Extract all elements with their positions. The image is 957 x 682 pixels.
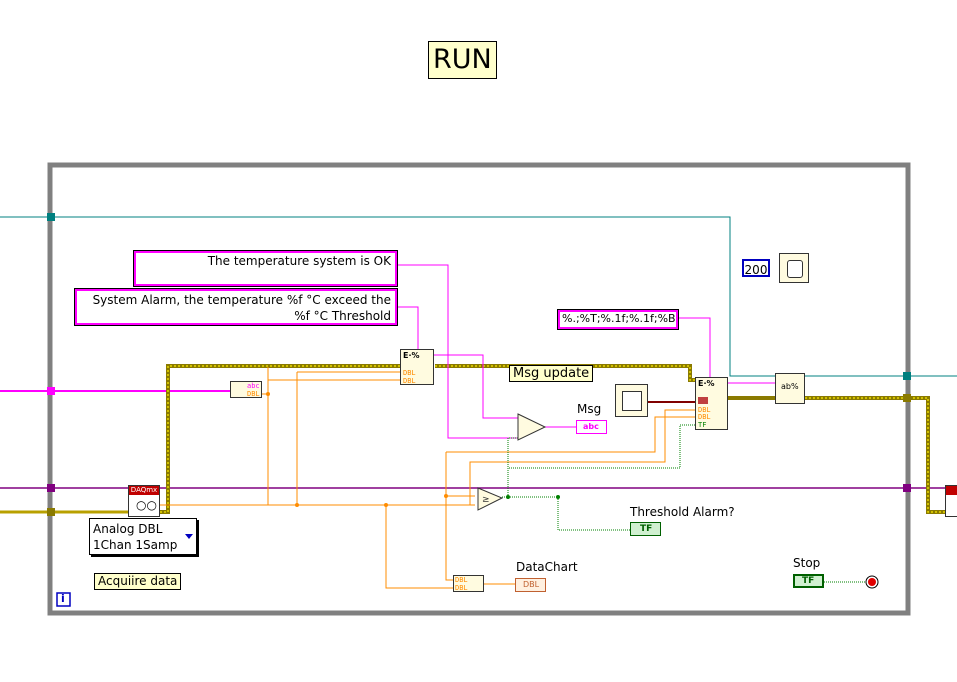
tunnel-teal-right[interactable] bbox=[903, 372, 911, 380]
teal-wire bbox=[0, 216, 957, 377]
threshold-alarm-indicator[interactable]: TF bbox=[630, 522, 661, 536]
format-string-icon: E·% bbox=[403, 351, 420, 360]
daqmx-header-icon bbox=[946, 486, 957, 495]
calendar-clock-icon bbox=[622, 391, 642, 411]
tunnel-string-left[interactable] bbox=[47, 387, 55, 395]
stopwatch-icon bbox=[787, 260, 803, 278]
tunnel-refnum-left[interactable] bbox=[47, 484, 55, 492]
iteration-label: i bbox=[61, 592, 65, 605]
alarm-message-constant[interactable]: System Alarm, the temperature %f °C exce… bbox=[74, 288, 398, 326]
daqmx-polymorphic-selector[interactable]: Analog DBL 1Chan 1Samp bbox=[89, 518, 197, 555]
bundle-node[interactable]: DBL DBL bbox=[453, 575, 484, 592]
msg-update-label: Msg update bbox=[509, 365, 594, 382]
greater-or-equal-node[interactable] bbox=[477, 487, 504, 511]
error-wire-a bbox=[160, 364, 400, 514]
file-write-icon: ab% bbox=[781, 382, 799, 391]
number-to-string-node[interactable]: abc DBL bbox=[230, 381, 262, 398]
tunnel-error-left[interactable] bbox=[47, 508, 55, 516]
stop-label: Stop bbox=[793, 556, 821, 570]
iteration-terminal[interactable] bbox=[56, 592, 71, 607]
tunnel-refnum-right[interactable] bbox=[903, 484, 911, 492]
timestamp-terminal-icon bbox=[698, 397, 708, 404]
threshold-alarm-label: Threshold Alarm? bbox=[630, 505, 735, 519]
format-into-string-node-2[interactable]: E·% DBL DBL TF bbox=[695, 377, 728, 430]
write-to-text-file-node[interactable]: ab% bbox=[775, 373, 805, 404]
tunnel-teal-left[interactable] bbox=[47, 213, 55, 221]
daqmx-glasses-icon: ○○ bbox=[136, 498, 157, 512]
stop-button-control[interactable]: TF bbox=[793, 574, 824, 588]
wait-ms-node[interactable] bbox=[779, 253, 809, 283]
msg-indicator-label: Msg bbox=[577, 402, 602, 416]
format-into-string-node-1[interactable]: DBL DBL E·% bbox=[400, 349, 434, 385]
daqmx-read-node[interactable]: DAQmx ○○ bbox=[128, 485, 160, 517]
format-string-constant[interactable]: %.;%T;%.1f;%.1f;%B bbox=[557, 309, 679, 330]
select-node[interactable] bbox=[517, 413, 547, 441]
datachart-indicator[interactable]: DBL bbox=[515, 578, 546, 592]
ok-message-constant[interactable]: The temperature system is OK bbox=[133, 250, 398, 287]
get-date-time-node[interactable] bbox=[615, 384, 648, 417]
tunnel-error-right[interactable] bbox=[903, 394, 911, 402]
msg-indicator-terminal[interactable]: abc bbox=[576, 420, 607, 434]
svg-text:≥: ≥ bbox=[482, 495, 490, 505]
error-wire-out bbox=[805, 396, 945, 514]
dropdown-arrow-icon bbox=[185, 534, 193, 539]
format-string-icon: E·% bbox=[698, 379, 715, 388]
run-label: RUN bbox=[428, 41, 497, 79]
wait-ms-constant[interactable]: 200 bbox=[742, 259, 770, 277]
datachart-label: DataChart bbox=[516, 560, 578, 574]
acquire-data-label: Acquiire data bbox=[94, 573, 182, 590]
daqmx-read-node-right[interactable] bbox=[945, 485, 957, 517]
